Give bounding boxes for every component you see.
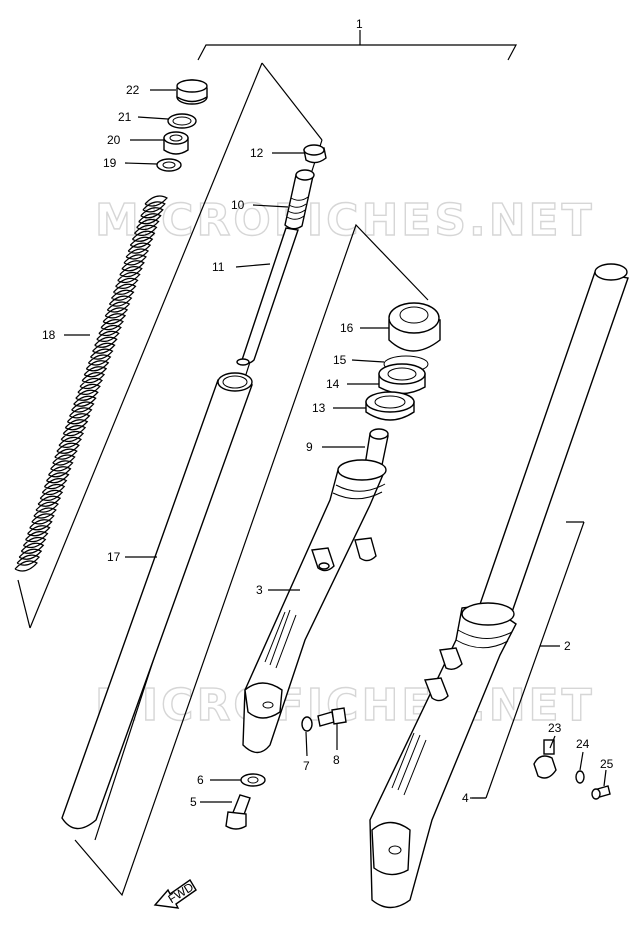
part-3-outer-tube bbox=[242, 459, 387, 754]
callout-16: 16 bbox=[340, 321, 354, 335]
part-20-spacer bbox=[163, 131, 189, 155]
callout-13: 13 bbox=[312, 401, 326, 415]
part-2-fork-leg-assy bbox=[369, 263, 629, 909]
part-17-fork-tube bbox=[61, 372, 253, 830]
part-8-bolt bbox=[317, 707, 347, 727]
callout-18: 18 bbox=[42, 328, 56, 342]
part-14-oil-seal bbox=[378, 363, 426, 395]
callout-24: 24 bbox=[576, 737, 590, 751]
part-24-washer bbox=[575, 770, 585, 784]
part-10-piston bbox=[284, 169, 315, 230]
part-19-washer bbox=[156, 158, 182, 172]
callout-21: 21 bbox=[118, 110, 132, 124]
watermark-bottom: MICROFICHES.NET bbox=[95, 680, 595, 731]
part-11-damper-rod bbox=[236, 227, 299, 366]
callout-4: 4 bbox=[462, 791, 469, 805]
callout-12: 12 bbox=[250, 146, 264, 160]
part-22-cap bbox=[176, 79, 208, 105]
callout-labels: 1 2 3 4 5 6 7 8 9 10 11 12 13 14 15 16 1… bbox=[42, 17, 614, 809]
callout-8: 8 bbox=[333, 753, 340, 767]
callout-11: 11 bbox=[212, 260, 225, 274]
part-12-ring bbox=[303, 144, 327, 164]
part-16-dust-seal bbox=[388, 302, 441, 352]
leader-lines bbox=[64, 89, 607, 803]
part-6-washer bbox=[240, 773, 266, 787]
callout-10: 10 bbox=[231, 198, 245, 212]
callout-19: 19 bbox=[103, 156, 117, 170]
callout-17: 17 bbox=[107, 550, 121, 564]
callout-23: 23 bbox=[548, 721, 562, 735]
part-13-guide bbox=[365, 391, 415, 421]
callout-14: 14 bbox=[326, 377, 340, 391]
part-25-screw bbox=[591, 785, 611, 800]
part-18-spring bbox=[14, 195, 168, 572]
callout-2: 2 bbox=[564, 639, 571, 653]
callout-1: 1 bbox=[356, 17, 363, 31]
callout-9: 9 bbox=[306, 440, 313, 454]
part-23-clamp bbox=[533, 739, 557, 779]
callout-25: 25 bbox=[600, 757, 614, 771]
part-5-bolt bbox=[225, 794, 251, 830]
watermark-top: MICROFICHES.NET bbox=[95, 195, 595, 246]
callout-6: 6 bbox=[197, 773, 204, 787]
part-21-o-ring bbox=[167, 113, 197, 129]
callout-3: 3 bbox=[256, 583, 263, 597]
part-7-washer bbox=[301, 716, 313, 732]
callout-7: 7 bbox=[303, 759, 310, 773]
callout-20: 20 bbox=[107, 133, 121, 147]
fwd-arrow-icon: FWD bbox=[153, 878, 197, 909]
callout-5: 5 bbox=[190, 795, 197, 809]
callout-15: 15 bbox=[333, 353, 347, 367]
callout-22: 22 bbox=[126, 83, 140, 97]
